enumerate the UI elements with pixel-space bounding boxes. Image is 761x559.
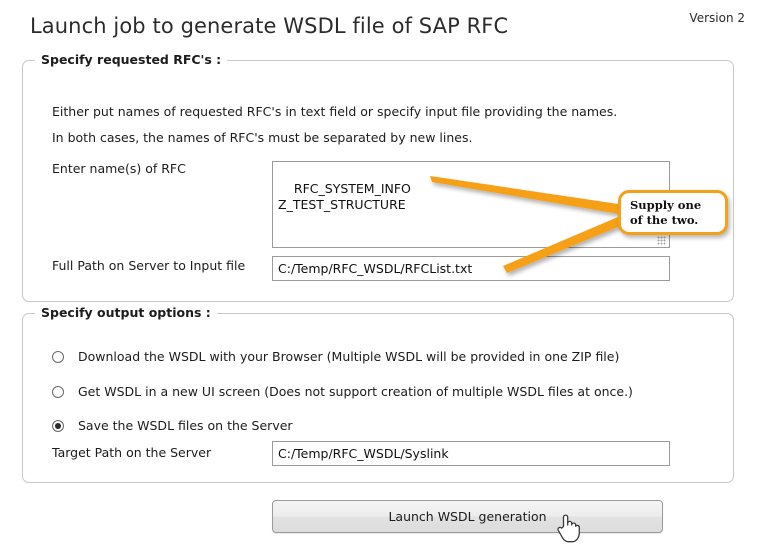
rfc-fieldset: Specify requested RFC's :: [22, 52, 734, 302]
input-file-value: C:/Temp/RFC_WSDL/RFCList.txt: [278, 261, 473, 276]
input-file-label: Full Path on Server to Input file: [52, 258, 246, 273]
mouse-cursor-hand-icon: [557, 514, 580, 543]
rfc-names-label: Enter name(s) of RFC: [52, 161, 186, 176]
rfc-info-line-1: Either put names of requested RFC's in t…: [52, 104, 618, 119]
radio-option-label: Save the WSDL files on the Server: [78, 418, 293, 433]
rfc-names-value: RFC_SYSTEM_INFO Z_TEST_STRUCTURE: [278, 181, 411, 212]
callout-line-1: Supply one: [630, 197, 702, 212]
target-path-label: Target Path on the Server: [52, 445, 212, 460]
callout-line-2: of the two.: [630, 212, 699, 227]
version-label: Version 2: [689, 11, 745, 25]
target-path-field[interactable]: C:/Temp/RFC_WSDL/Syslink: [272, 441, 670, 466]
radio-icon-selected[interactable]: [52, 419, 64, 432]
output-options-fieldset: Specify output options :: [22, 305, 734, 483]
resize-grip-icon[interactable]: [657, 236, 666, 245]
launch-button-label: Launch WSDL generation: [388, 509, 547, 524]
radio-icon[interactable]: [52, 350, 64, 363]
radio-option-download-browser[interactable]: Download the WSDL with your Browser (Mul…: [52, 349, 619, 364]
radio-option-new-ui-screen[interactable]: Get WSDL in a new UI screen (Does not su…: [52, 384, 633, 399]
rfc-names-textarea[interactable]: RFC_SYSTEM_INFO Z_TEST_STRUCTURE: [272, 161, 670, 248]
radio-option-label: Get WSDL in a new UI screen (Does not su…: [78, 384, 633, 399]
rfc-fieldset-legend: Specify requested RFC's :: [35, 52, 228, 67]
rfc-info-line-2: In both cases, the names of RFC's must b…: [52, 130, 473, 145]
target-path-value: C:/Temp/RFC_WSDL/Syslink: [278, 446, 449, 461]
radio-option-label: Download the WSDL with your Browser (Mul…: [78, 349, 620, 364]
radio-option-save-on-server[interactable]: Save the WSDL files on the Server: [52, 418, 293, 433]
output-options-legend: Specify output options :: [35, 305, 217, 320]
page-title: Launch job to generate WSDL file of SAP …: [30, 14, 509, 38]
radio-icon[interactable]: [52, 385, 64, 398]
callout-bubble: Supply one of the two.: [618, 190, 728, 235]
input-file-field[interactable]: C:/Temp/RFC_WSDL/RFCList.txt: [272, 256, 670, 281]
launch-wsdl-generation-button[interactable]: Launch WSDL generation: [272, 500, 663, 533]
